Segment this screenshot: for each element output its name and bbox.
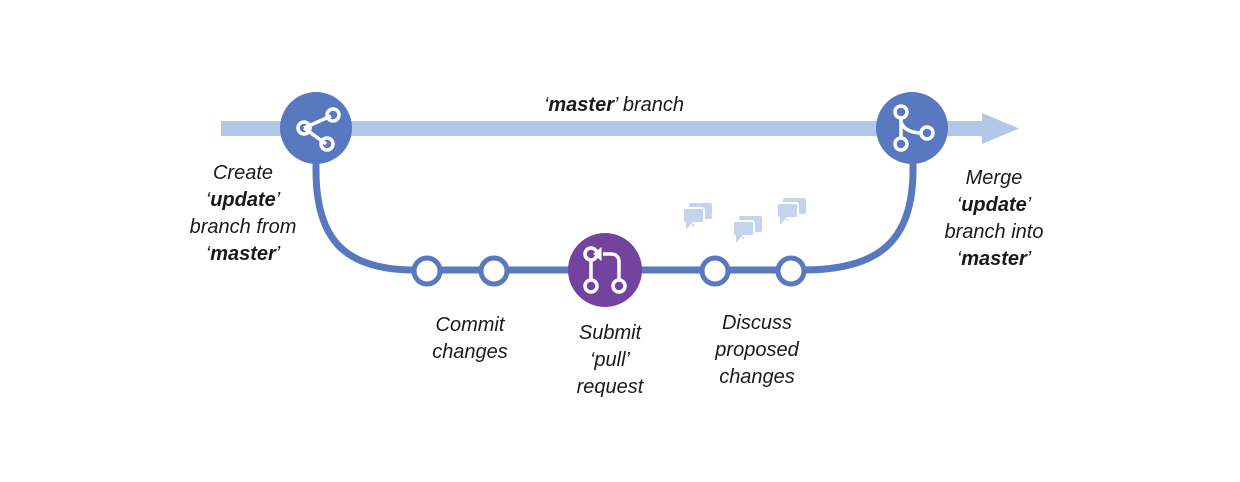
master-branch-arrowhead	[982, 113, 1019, 144]
discussion-commit-node	[699, 255, 731, 287]
merge-branch-label: Merge ‘update’ branch into ‘master’	[944, 167, 1044, 270]
share-branch-icon	[296, 107, 341, 152]
chat-bubbles-icon	[682, 197, 807, 244]
create-branch-label: Create ‘update’ branch from ‘master’	[189, 162, 297, 265]
pull-request-node	[568, 233, 642, 307]
commit-node	[411, 255, 443, 287]
create-branch-node	[280, 92, 352, 164]
pull-request-icon	[583, 246, 627, 294]
merge-icon	[893, 104, 935, 152]
commit-changes-label: Commit changes	[432, 314, 508, 363]
master-branch-line	[221, 121, 985, 136]
discussion-commit-node	[775, 255, 807, 287]
merge-node	[876, 92, 948, 164]
master-branch-label: ‘master’ branch	[543, 94, 685, 116]
submit-pull-request-label: Submit ‘pull’ request	[576, 322, 644, 398]
discuss-changes-label: Discuss proposed changes	[715, 312, 799, 388]
commit-node	[478, 255, 510, 287]
